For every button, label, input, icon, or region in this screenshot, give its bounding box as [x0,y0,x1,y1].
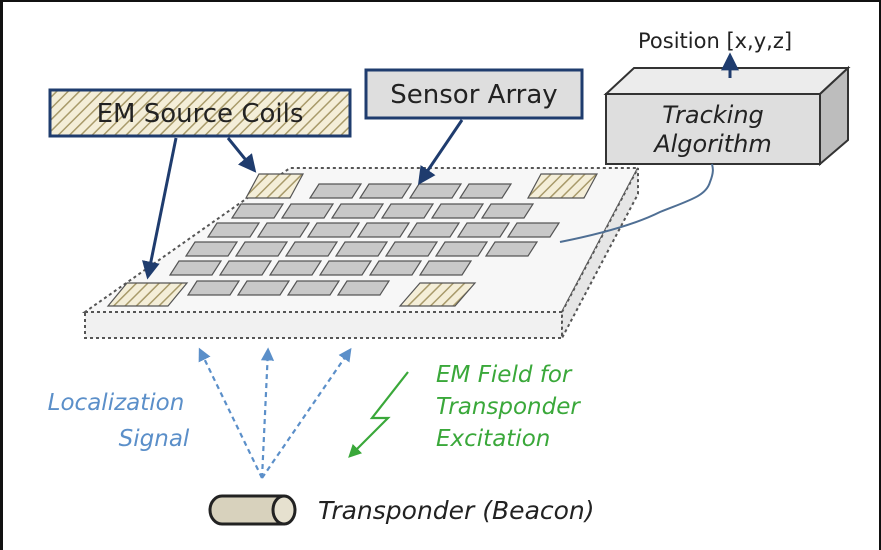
sensor-tile [430,203,485,219]
sensor-tile [286,280,341,296]
sensor-tile [380,203,435,219]
sensor-tile [336,280,391,296]
sensor-tile [206,222,261,238]
sensor-tile [218,260,273,276]
sensor-tile [168,260,223,276]
source-coil-top-left [244,173,305,199]
sensor-tile [356,222,411,238]
sensor-tile [418,260,473,276]
sensor-tile [484,241,539,257]
sensor-tile [306,222,361,238]
em-field-label-line3: Excitation [436,426,550,452]
position-label: Position [x,y,z] [638,29,792,53]
em-source-coils-label-box: EM Source Coils [48,88,352,138]
tracking-label-line2: Algorithm [652,130,772,158]
sensor-tile [268,260,323,276]
em-field-label-line2: Transponder [436,394,581,420]
sensor-tile [186,280,241,296]
sensor-array-grid [168,183,561,296]
sensor-tile [456,222,511,238]
sensor-array-arrow [417,119,464,185]
localization-label-line1: Localization [48,390,185,416]
sensor-tile [358,183,413,199]
sensor-tile [330,203,385,219]
sensor-tile [230,203,285,219]
transponder-label: Transponder (Beacon) [318,496,595,525]
sensor-tile [256,222,311,238]
localization-label-line2: Signal [119,426,190,452]
sensor-array-label-box: Sensor Array [364,68,584,120]
sensor-array-label: Sensor Array [390,80,557,110]
sensor-tile [308,183,363,199]
em-source-coils [106,173,599,307]
sensor-tile [480,203,535,219]
em-field-lightning-arrow [348,371,409,458]
sensor-tile [318,260,373,276]
coil-arrow-bottom-left [142,137,178,280]
sensor-tile [284,241,339,257]
sensor-tile [406,222,461,238]
signal-cable [559,163,714,243]
em-field-label-line1: EM Field for [436,362,573,388]
sensor-tile [184,241,239,257]
sensor-tile [334,241,389,257]
sensor-tile [458,183,513,199]
sensor-tile [234,241,289,257]
source-coil-bottom-left [106,282,189,307]
sensor-tile [384,241,439,257]
source-coil-top-right [526,173,599,199]
sensor-tile [434,241,489,257]
sensor-tile [280,203,335,219]
coil-arrow-top-left [226,137,257,173]
em-source-coils-label: EM Source Coils [97,99,304,129]
tracking-label-line1: Tracking [662,101,764,129]
sensor-tile [408,183,463,199]
tracking-algorithm-box: Tracking Algorithm [603,65,851,167]
sensor-tile [506,222,561,238]
sensor-tile [236,280,291,296]
sensor-tile [368,260,423,276]
transponder-cylinder [208,494,297,526]
source-coil-bottom-right [398,282,477,307]
localization-signal-arrows [198,347,352,479]
